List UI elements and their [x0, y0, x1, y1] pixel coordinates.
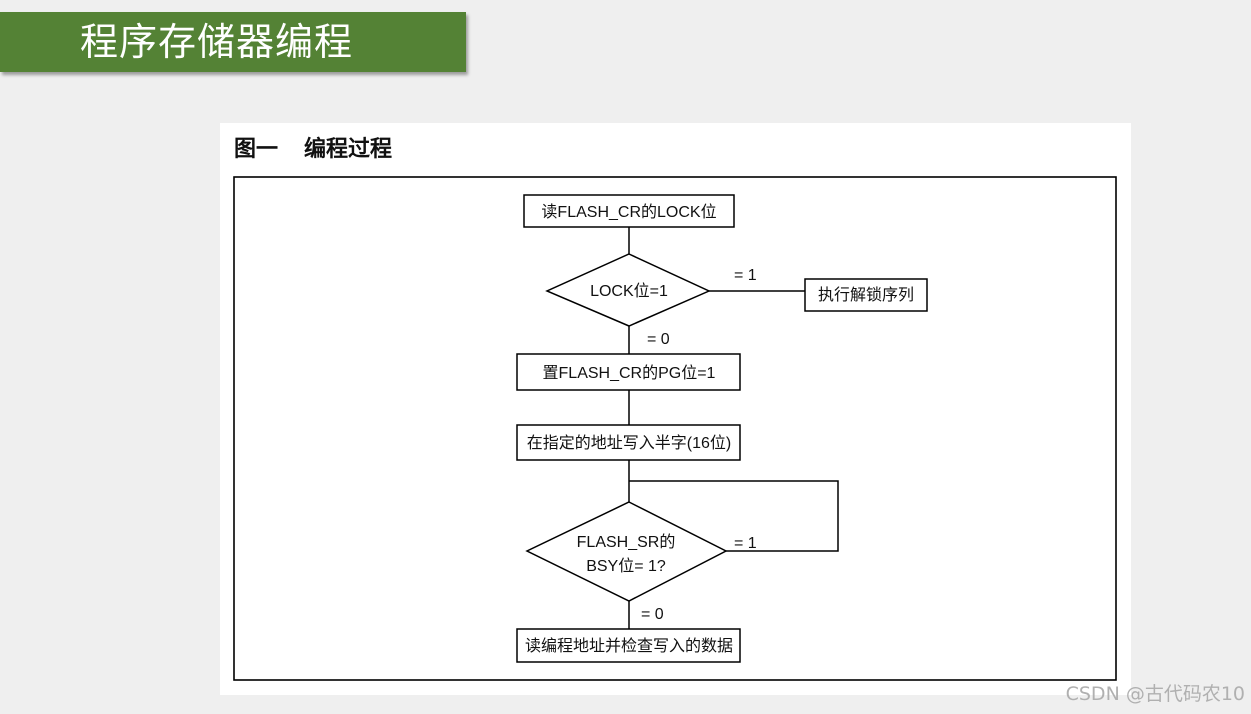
figure-caption-title: 编程过程 [304, 137, 393, 162]
verify-label: 读编程地址并检查写入的数据 [525, 637, 733, 655]
title-banner: 程序存储器编程 [0, 12, 466, 72]
flowchart-frame [233, 176, 1117, 681]
unlock-sequence-box [804, 278, 928, 312]
verify-box [516, 628, 741, 663]
bsy-yes-label: = 1 [734, 535, 757, 552]
read-lock-box [523, 194, 735, 228]
figure-caption: 图一编程过程 [234, 131, 392, 163]
bsy-no-label: = 0 [641, 606, 664, 623]
set-pg-label: 置FLASH_CR的PG位=1 [543, 364, 716, 382]
bsy-decision-label-line2: BSY位= 1? [586, 557, 666, 575]
figure-caption-number: 图一 [234, 137, 279, 162]
bsy-decision-diamond [525, 501, 728, 602]
unlock-sequence-label: 执行解锁序列 [818, 286, 914, 304]
write-halfword-label: 在指定的地址写入半字(16位) [527, 434, 731, 452]
write-halfword-box [516, 424, 741, 461]
bsy-decision-label-line1: FLASH_SR的 [577, 533, 676, 551]
connector-bsy-loop [629, 480, 839, 552]
slide-title: 程序存储器编程 [80, 20, 354, 64]
lock-decision-diamond [545, 253, 711, 327]
lock-no-label: = 0 [647, 331, 670, 348]
set-pg-box [516, 353, 741, 391]
read-lock-label: 读FLASH_CR的LOCK位 [541, 203, 716, 221]
flowchart: 读FLASH_CR的LOCK位 LOCK位=1 = 1 = 0 执行解锁序列 置… [233, 176, 1117, 681]
watermark: CSDN @古代码农10 [1065, 683, 1245, 705]
lock-decision-label: LOCK位=1 [590, 282, 668, 300]
lock-yes-label: = 1 [734, 267, 757, 284]
figure-panel: 图一编程过程 读FLASH_CR的LOCK位 LOCK位=1 = 1 = 0 [220, 123, 1131, 695]
flow-connectors [628, 227, 839, 629]
